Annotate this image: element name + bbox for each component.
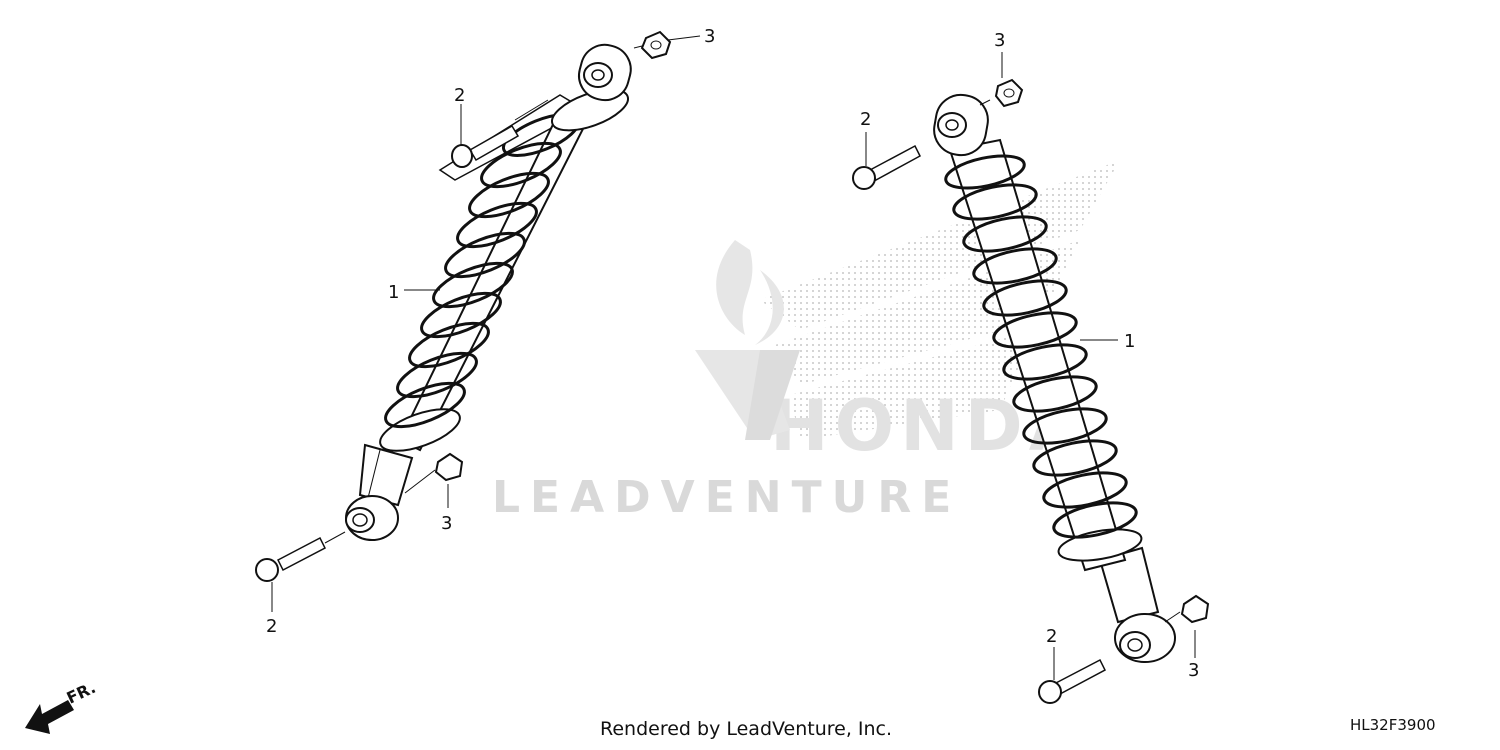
callout-right-upper-bolt: 2 (860, 109, 871, 130)
callout-left-upper-nut: 3 (704, 26, 715, 47)
leadventure-watermark-text: LEADVENTURE (492, 472, 961, 523)
callout-left-lower-bolt: 2 (266, 616, 277, 637)
front-direction-label: FR. (64, 678, 99, 708)
left-lower-nut (434, 452, 464, 482)
callout-left-lower-nut: 3 (441, 513, 452, 534)
callout-right-upper-nut: 3 (994, 30, 1005, 51)
left-upper-bolt (451, 124, 520, 168)
callout-right-lower-nut: 3 (1188, 660, 1199, 681)
right-shock-absorber (933, 93, 1176, 663)
right-upper-nut (994, 78, 1024, 108)
right-upper-bolt (852, 144, 921, 190)
callout-left-shock: 1 (388, 282, 399, 303)
callout-left-upper-bolt: 2 (454, 85, 465, 106)
left-upper-nut (640, 30, 672, 60)
callout-right-shock: 1 (1124, 331, 1135, 352)
right-lower-nut (1180, 594, 1210, 624)
left-leader-lines (271, 35, 701, 612)
right-leader-lines (865, 52, 1196, 680)
left-lower-bolt (255, 536, 326, 582)
callout-right-lower-bolt: 2 (1046, 626, 1057, 647)
leadventure-logo-watermark (695, 240, 800, 440)
diagram-code: HL32F3900 (1350, 716, 1436, 734)
right-lower-bolt (1038, 658, 1106, 704)
footer-credit: Rendered by LeadVenture, Inc. (600, 718, 893, 740)
front-direction-arrow-icon (25, 700, 74, 734)
